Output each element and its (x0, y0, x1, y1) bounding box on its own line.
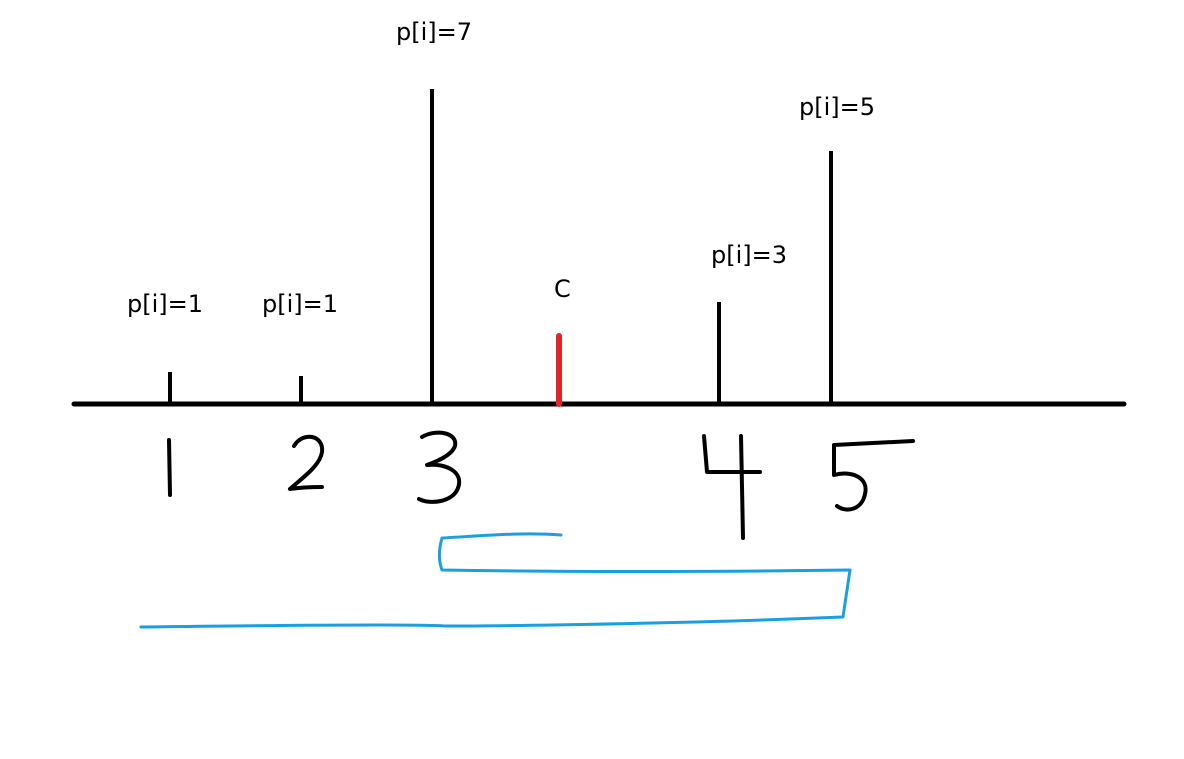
index-label-5 (832, 439, 915, 512)
index-label-1 (167, 438, 172, 497)
stem-5-value-label: p[i]=5 (799, 93, 875, 121)
stem-4-value-label: p[i]=3 (711, 241, 787, 269)
inner-span-bracket (139, 532, 852, 629)
stem-2-value-label: p[i]=1 (262, 290, 338, 318)
center-label: C (554, 275, 571, 303)
index-label-2 (288, 434, 325, 491)
index-label-4 (702, 434, 762, 540)
stem-3-value-label: p[i]=7 (396, 18, 472, 46)
index-label-3 (417, 430, 462, 504)
stem-1-value-label: p[i]=1 (127, 290, 203, 318)
